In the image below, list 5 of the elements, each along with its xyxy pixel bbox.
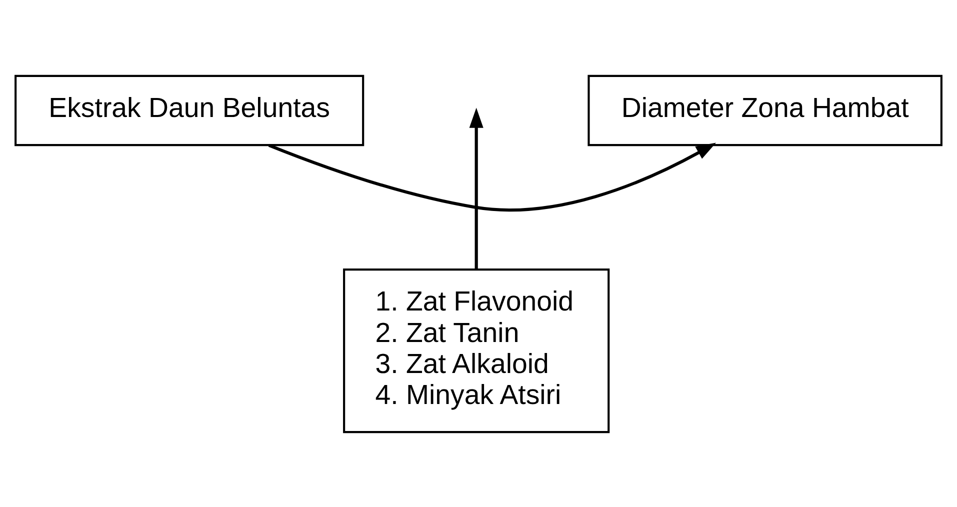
node-box: Ekstrak Daun Beluntas — [14, 74, 364, 146]
node-box: Diameter Zona Hambat — [588, 74, 942, 146]
node-box: 1. Zat Flavonoid 2. Zat Tanin 3. Zat Alkaloid 4. Minyak Atsiri — [343, 268, 610, 433]
arrow — [268, 142, 716, 212]
arrow — [469, 107, 484, 270]
